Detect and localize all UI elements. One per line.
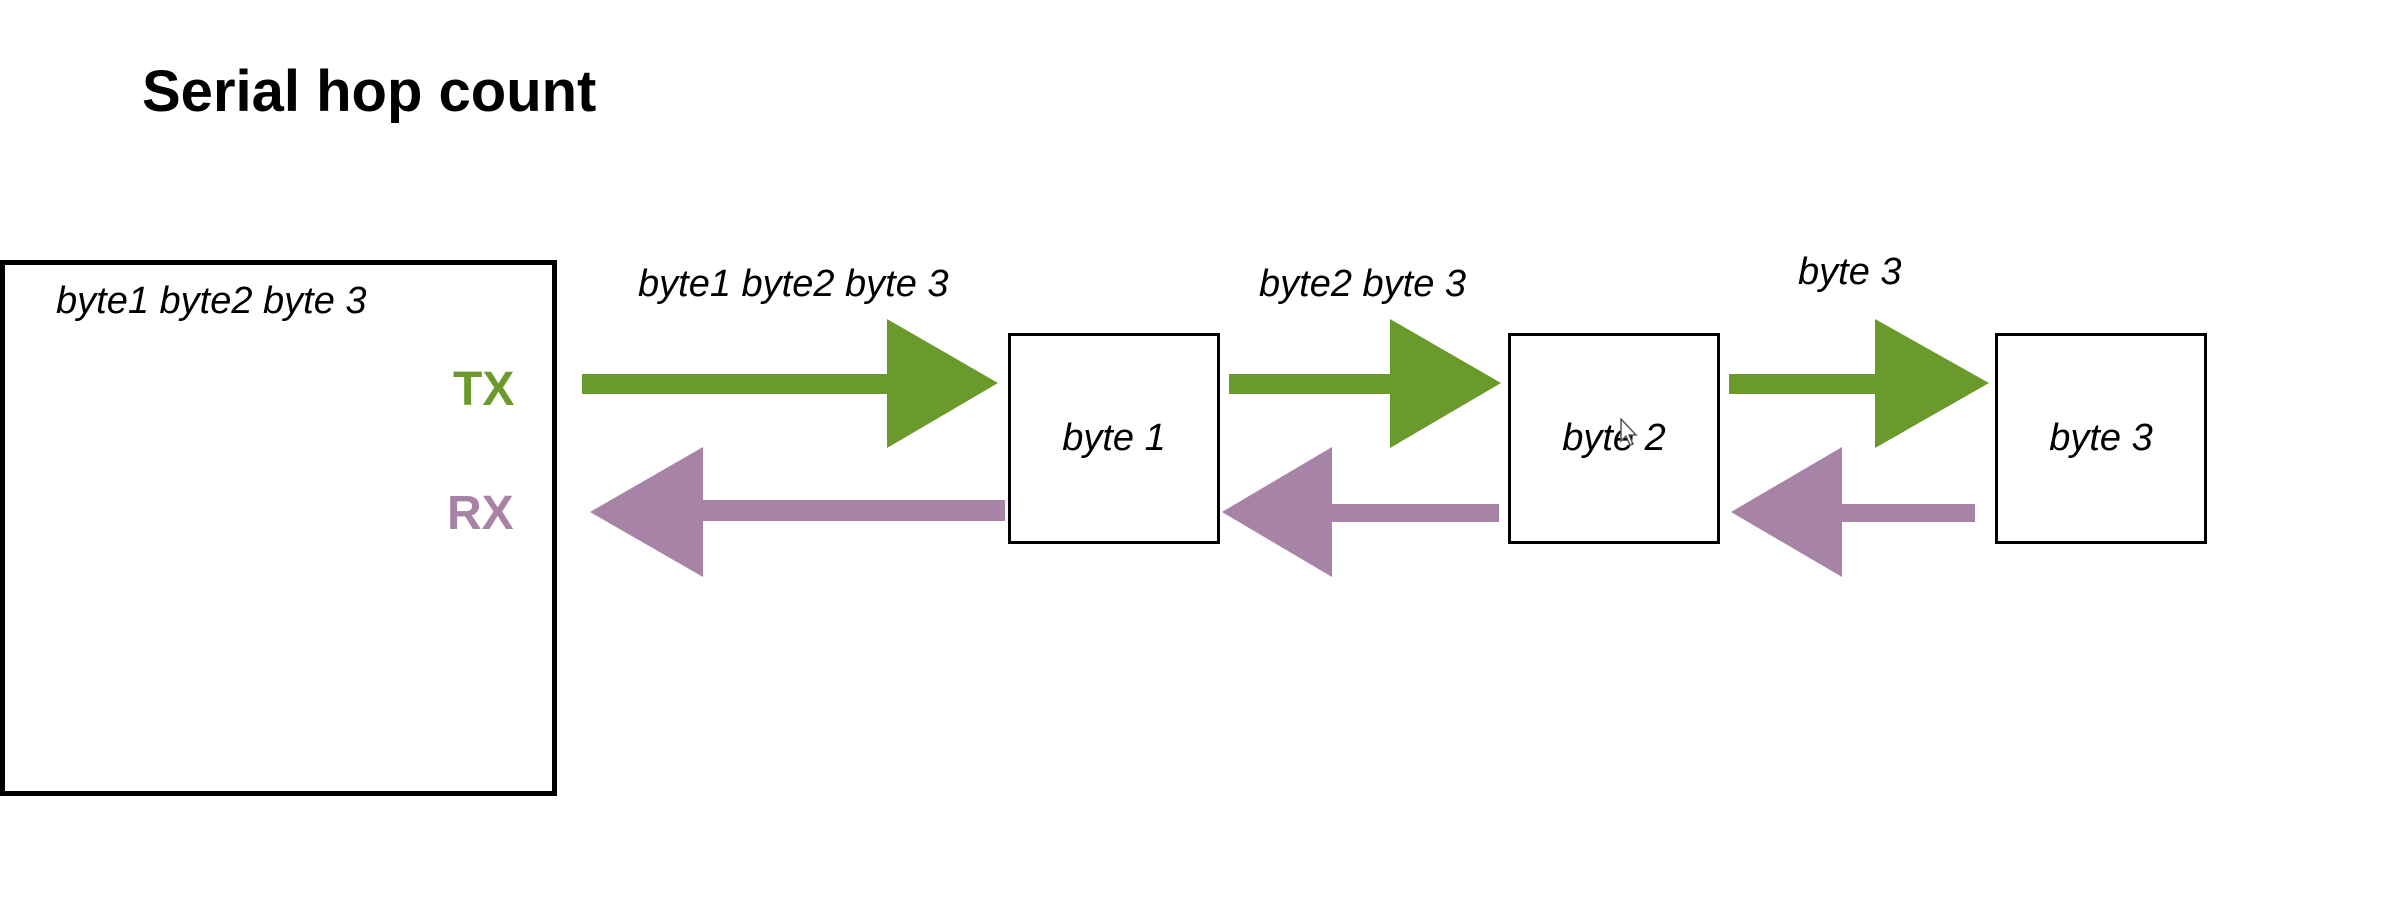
hop-label-3: byte 3 bbox=[1798, 251, 1902, 293]
device-label-1: byte 1 bbox=[1062, 417, 1166, 459]
device-label-3: byte 3 bbox=[2049, 417, 2153, 459]
tx-label: TX bbox=[453, 363, 515, 416]
device-box-1: byte 1 bbox=[1008, 333, 1220, 544]
host-bytes-label: byte1 byte2 byte 3 bbox=[56, 280, 367, 322]
hop-label-2: byte2 byte 3 bbox=[1259, 263, 1467, 305]
rx-label: RX bbox=[447, 487, 514, 540]
rx-arrow-2 bbox=[1222, 447, 1499, 577]
rx-arrow-3 bbox=[1731, 447, 1975, 577]
hop-label-1: byte1 byte2 byte 3 bbox=[638, 263, 949, 305]
device-box-2: byte 2 bbox=[1508, 333, 1720, 544]
mouse-cursor-icon bbox=[1620, 418, 1638, 446]
device-box-3: byte 3 bbox=[1995, 333, 2207, 544]
tx-arrow-1 bbox=[582, 319, 998, 448]
device-label-2: byte 2 bbox=[1562, 417, 1666, 459]
tx-arrow-3 bbox=[1729, 319, 1989, 448]
page-title: Serial hop count bbox=[142, 59, 597, 124]
host-device-box bbox=[0, 260, 557, 796]
rx-arrow-1 bbox=[590, 447, 1005, 577]
tx-arrow-2 bbox=[1229, 319, 1501, 448]
